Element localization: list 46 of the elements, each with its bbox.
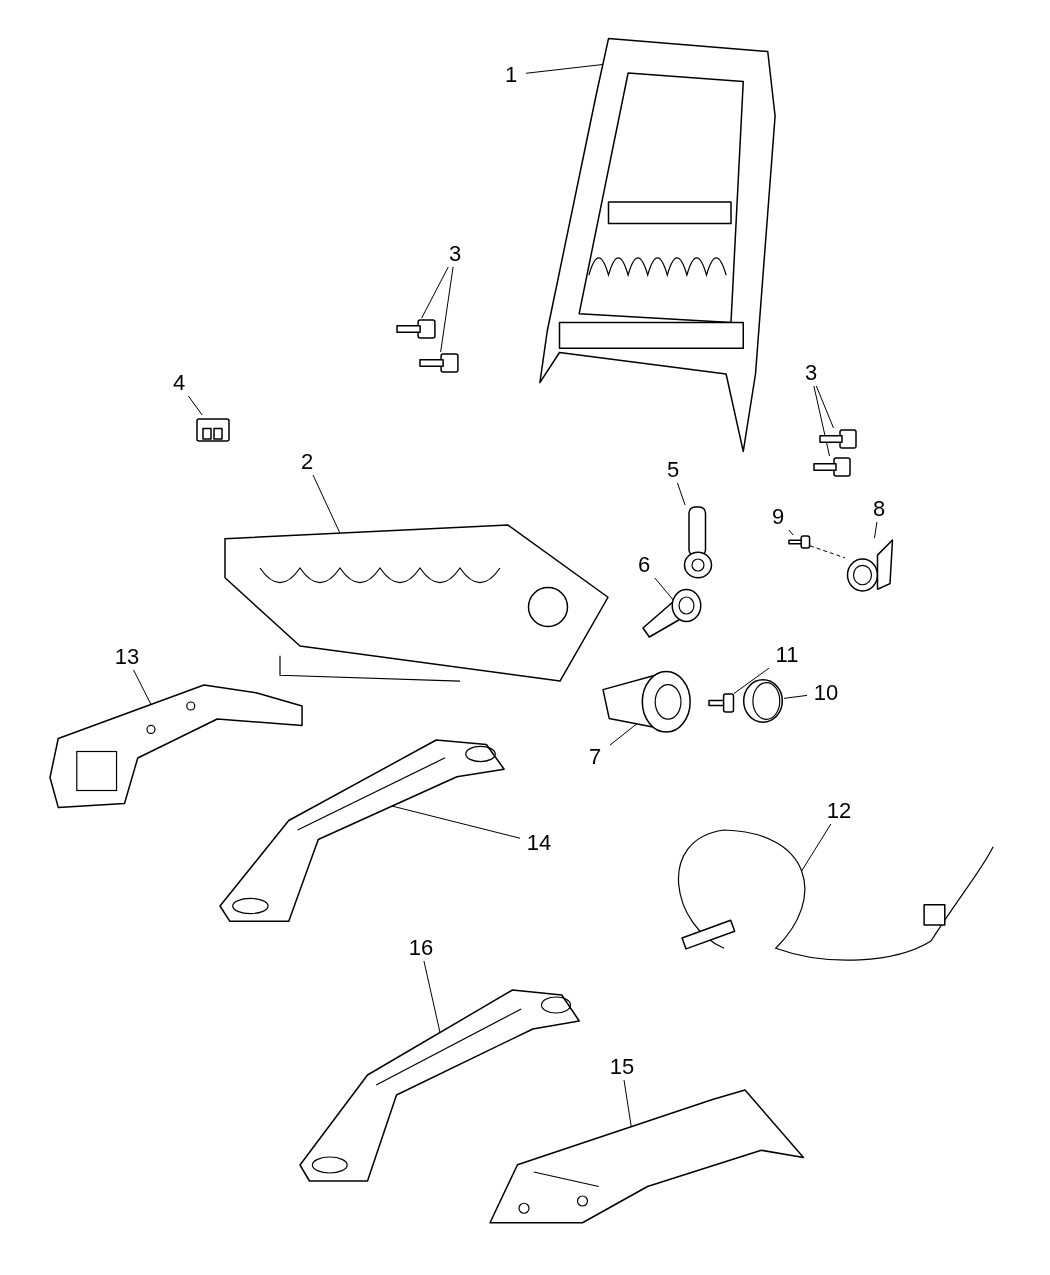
leader-line [733,667,770,695]
leader-line [783,694,808,699]
callout-number: 1 [496,62,526,88]
leader-line [873,521,878,539]
screw-drawing [788,535,810,549]
leader-line [677,482,686,506]
callout-number: 2 [292,449,322,475]
leader-line [801,823,832,872]
callout-number: 9 [763,504,793,530]
callout-number: 13 [108,644,146,670]
callout-number: 3 [440,241,470,267]
leader-line [421,266,449,319]
screw-drawing [708,693,734,713]
leader-line [423,960,441,1033]
bolt-drawing [418,352,460,374]
callout-number: 12 [820,798,858,824]
leader-line [788,529,794,536]
leader-line [623,1079,632,1128]
handle-drawing [640,588,702,638]
callout-number: 5 [658,457,688,483]
leader-line [391,805,521,839]
callout-number: 14 [520,830,558,856]
callout-number: 3 [796,360,826,386]
cap-drawing [742,678,784,724]
leader-line [815,385,834,429]
leader-line [609,723,638,746]
leader-line [312,474,341,534]
callout-number: 6 [629,552,659,578]
bolt-drawing [395,318,437,340]
callout-number: 7 [580,744,610,770]
callout-number: 8 [864,496,894,522]
bolt-drawing [812,456,852,478]
switch-drawing [195,415,231,445]
leader-line [187,395,203,416]
bolt-drawing [818,428,858,450]
leader-line [813,385,831,457]
callout-number: 16 [402,935,440,961]
leader-line [440,266,454,353]
callout-number: 11 [768,642,806,668]
callout-number: 10 [807,680,845,706]
callout-number: 4 [164,370,194,396]
clip-drawing [845,538,895,595]
lever-drawing [683,505,713,580]
leader-line [809,545,846,559]
leader-line [133,669,152,705]
callout-number: 15 [603,1054,641,1080]
